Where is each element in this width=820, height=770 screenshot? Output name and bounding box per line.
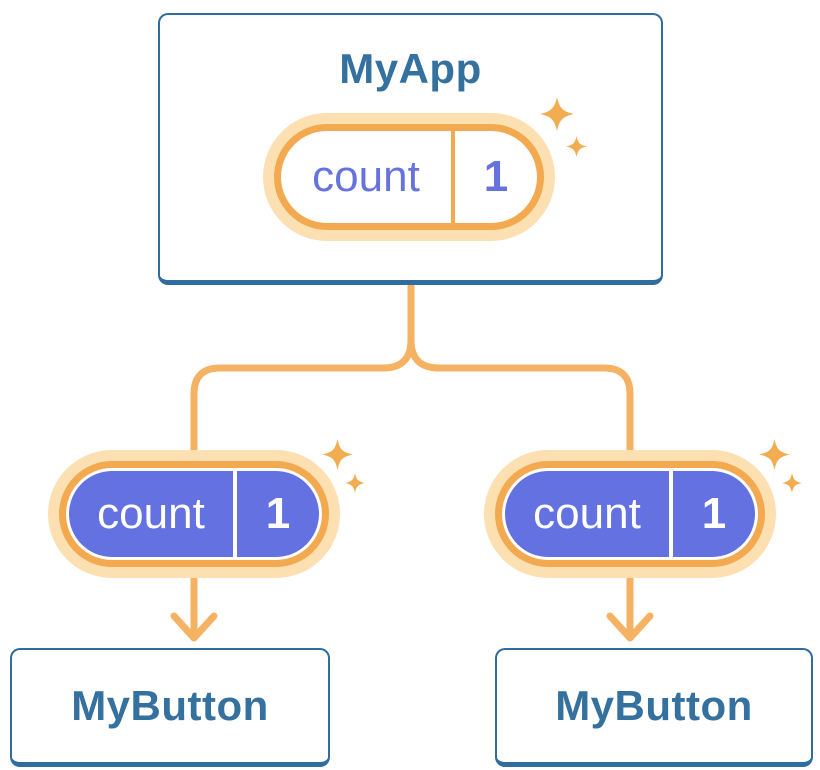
branch-line-right xyxy=(407,285,634,468)
arrow-down-icon xyxy=(170,552,218,642)
child-state-pill: count 1 xyxy=(495,461,765,567)
child-state-pill: count 1 xyxy=(59,461,329,567)
state-key: count xyxy=(312,152,420,201)
child-component-name: MyButton xyxy=(555,682,753,729)
state-key: count xyxy=(97,489,205,538)
arrow-down-icon xyxy=(606,552,654,642)
sparkle-icon xyxy=(540,97,587,157)
child-component-name: MyButton xyxy=(71,682,269,729)
root-component-name: MyApp xyxy=(339,45,482,92)
child-component-card: MyButton xyxy=(495,648,813,767)
child-component-card: MyButton xyxy=(10,648,330,767)
sparkle-icon xyxy=(322,439,365,493)
state-value: 1 xyxy=(265,489,291,538)
branch-line-left xyxy=(190,285,415,468)
pill-divider xyxy=(451,131,455,223)
state-key: count xyxy=(533,489,641,538)
state-value: 1 xyxy=(701,489,727,538)
pill-divider xyxy=(233,471,237,557)
root-state-pill: count 1 xyxy=(274,124,544,230)
sparkle-icon xyxy=(759,439,802,493)
state-value: 1 xyxy=(483,152,509,201)
pill-divider xyxy=(669,471,673,557)
